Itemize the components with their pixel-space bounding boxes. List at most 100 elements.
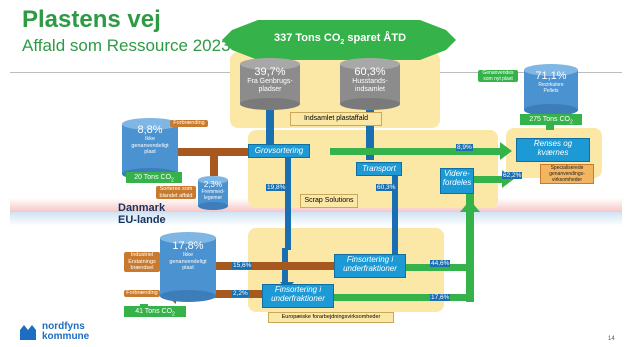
- logo: nordfyns kommune: [18, 322, 89, 342]
- viderefordeles-box: Videre- fordeles: [440, 168, 474, 194]
- label-sorteres-line1: Sorteres som: [159, 186, 193, 192]
- tank-dk-left-line3: plast: [144, 149, 156, 155]
- flow-green-up-right: [466, 184, 474, 302]
- tank-eu-left-line3: plast: [182, 265, 194, 271]
- flow-green-grov-to-renses: [330, 148, 500, 155]
- pct-eu-top-left: 15,6%: [232, 262, 253, 269]
- pct-transport-down: 60,3%: [376, 184, 397, 191]
- transport-box: Transport: [356, 162, 402, 176]
- tank-dk-right-line1: Recirkulere: [538, 82, 564, 88]
- tank-dk-left-label: 8,8% Ikke genanvendeligt plast: [122, 124, 178, 156]
- tank-eu-left-co2-sub: 2: [172, 311, 175, 318]
- finsortering-1-line1: Finsortering i: [346, 255, 394, 264]
- flow-grov-down: [285, 158, 291, 250]
- crown-icon: [20, 325, 36, 340]
- tank-eu-left-line2: genanvendeligt: [169, 258, 207, 265]
- finsortering-2-line1: Finsortering i: [274, 285, 322, 294]
- scrap-solutions-label: Scrap Solutions: [300, 194, 358, 208]
- tank-dk-right-co2-sub: 2: [569, 119, 573, 126]
- label-genanvendes: Genanvendes som nyt plast: [478, 70, 518, 82]
- label-industriel-line1: Industriel: [130, 252, 154, 258]
- tank-eu-left: [160, 232, 216, 302]
- label-forbraending-dk: Forbrænding: [170, 120, 208, 127]
- page-subtitle: Affald som Ressource 2023: [22, 36, 231, 55]
- page-title: Plastens vej: [22, 6, 161, 33]
- pct-videre-to-renses: 62,2%: [502, 172, 523, 179]
- label-forbraending-eu: Forbrænding: [124, 290, 160, 297]
- tank-dk-left-line2: genanvendeligt: [131, 142, 169, 149]
- label-industriel: Industriel Erstatnings brændsel: [124, 252, 160, 272]
- tank-dk-right-percent: 71,1%: [535, 70, 567, 82]
- source-cylinder-genbrug: [240, 58, 300, 110]
- pct-eu-top-right: 44,6%: [430, 260, 451, 267]
- pct-eu-bottom-right: 17,6%: [430, 294, 451, 301]
- source-husstand-percent: 60,3%: [354, 66, 386, 78]
- source-genbrug-label: 39,7% Fra Genbrugs- pladser: [240, 66, 300, 94]
- region-label-denmark: Danmark: [118, 202, 166, 214]
- source-husstand-line1: Husstands-: [352, 78, 388, 85]
- label-genanvendes-line1: Genanvendes: [482, 70, 514, 76]
- label-special-line1: Specialiserede: [550, 165, 584, 171]
- source-cylinder-husstand: [340, 58, 400, 110]
- viderefordeles-line1: Videre-: [444, 169, 470, 178]
- tank-eu-left-label: 17,8% Ikke genanvendeligt plast: [160, 240, 216, 272]
- label-industriel-line3: brændsel: [130, 265, 154, 271]
- pct-eu-bottom-left: 2,2%: [232, 290, 249, 297]
- banner-text-suffix: sparet ÅTD: [344, 32, 407, 44]
- flow-brown-eu-bottom: [176, 290, 262, 298]
- tank-dk-small-label: 2,3% Fremmed- legemer: [198, 180, 228, 201]
- tank-dk-right-co2: 275 Tons CO2: [520, 114, 582, 125]
- tank-dk-left-co2-text: 20 Tons CO: [134, 174, 172, 181]
- co2-banner-text: 337 Tons CO2 sparet ÅTD: [246, 32, 434, 46]
- flow-brown-eu-top: [176, 262, 340, 270]
- banner-text-main: 337 Tons CO: [273, 32, 341, 44]
- eu-companies-label: Europæiske forarbejdningsvirksomheder: [268, 312, 394, 323]
- label-genanvendes-line2: som nyt plast: [483, 76, 513, 82]
- label-special-line2: genanvendings-: [549, 171, 585, 177]
- renses-line2: kværnes: [537, 148, 569, 157]
- source-husstand-line2: indsamlet: [355, 86, 385, 93]
- source-husstand-label: 60,3% Husstands- indsamlet: [340, 66, 400, 94]
- tank-dk-left-co2: 20 Tons CO2: [126, 172, 182, 183]
- flow-husstand-down: [366, 110, 374, 160]
- banner-text-sub: 2: [340, 39, 345, 47]
- flow-brown-dk-small: [210, 156, 218, 176]
- label-special-line3: virksomheder: [551, 177, 582, 183]
- logo-text: nordfyns kommune: [42, 322, 89, 342]
- pct-grov-to-renses: 8,9%: [456, 144, 473, 151]
- finsortering-2-line2: underfraktioner: [271, 294, 325, 303]
- renses-box: Renses og kværnes: [516, 138, 590, 162]
- tank-dk-right: [524, 64, 578, 116]
- tank-dk-small-percent: 2,3%: [203, 180, 223, 189]
- tank-dk-right-label: 71,1% Recirkulere Pellets: [524, 70, 578, 94]
- grovsortering-box: Grovsortering: [248, 144, 310, 158]
- renses-line1: Renses og: [533, 139, 573, 148]
- label-industriel-line2: Erstatnings: [128, 258, 156, 265]
- logo-line1: nordfyns: [42, 321, 85, 332]
- tank-eu-left-percent: 17,8%: [172, 240, 204, 252]
- label-sorteres-line2: blandet affald: [159, 192, 193, 199]
- source-genbrug-percent: 39,7%: [254, 66, 286, 78]
- tank-dk-small-line1: Fremmed-: [201, 189, 225, 195]
- tank-eu-left-co2: 41 Tons CO2: [124, 306, 186, 317]
- source-genbrug-line1: Fra Genbrugs-: [247, 78, 293, 85]
- flow-green-eu-bottom: [326, 294, 470, 301]
- tank-dk-right-line2: Pellets: [543, 88, 559, 94]
- tank-dk-small-line2: legemer: [203, 195, 223, 201]
- finsortering-1-box: Finsortering i underfraktioner: [334, 254, 406, 278]
- label-sorteres: Sorteres som blandet affald: [156, 186, 196, 199]
- tank-eu-left-line1: Ikke: [182, 252, 194, 258]
- finsortering-2-box: Finsortering i underfraktioner: [262, 284, 334, 308]
- flow-genbrug-down: [266, 110, 274, 150]
- flow-green-videre-to-renses: [472, 176, 502, 183]
- flow-transport-down: [392, 170, 398, 256]
- region-label-eu: EU-lande: [118, 214, 166, 226]
- flow-green-eu-top: [400, 264, 470, 271]
- flow-brown-dk-left: [160, 148, 248, 156]
- tank-dk-left-percent: 8,8%: [137, 124, 163, 136]
- collected-label: Indsamlet plastaffald: [290, 112, 382, 126]
- tank-dk-small: [198, 176, 228, 210]
- tank-dk-left-line1: Ikke: [144, 136, 156, 142]
- source-genbrug-line2: pladser: [258, 86, 282, 93]
- label-specialiserede: Specialiserede genanvendings- virksomhed…: [540, 164, 594, 184]
